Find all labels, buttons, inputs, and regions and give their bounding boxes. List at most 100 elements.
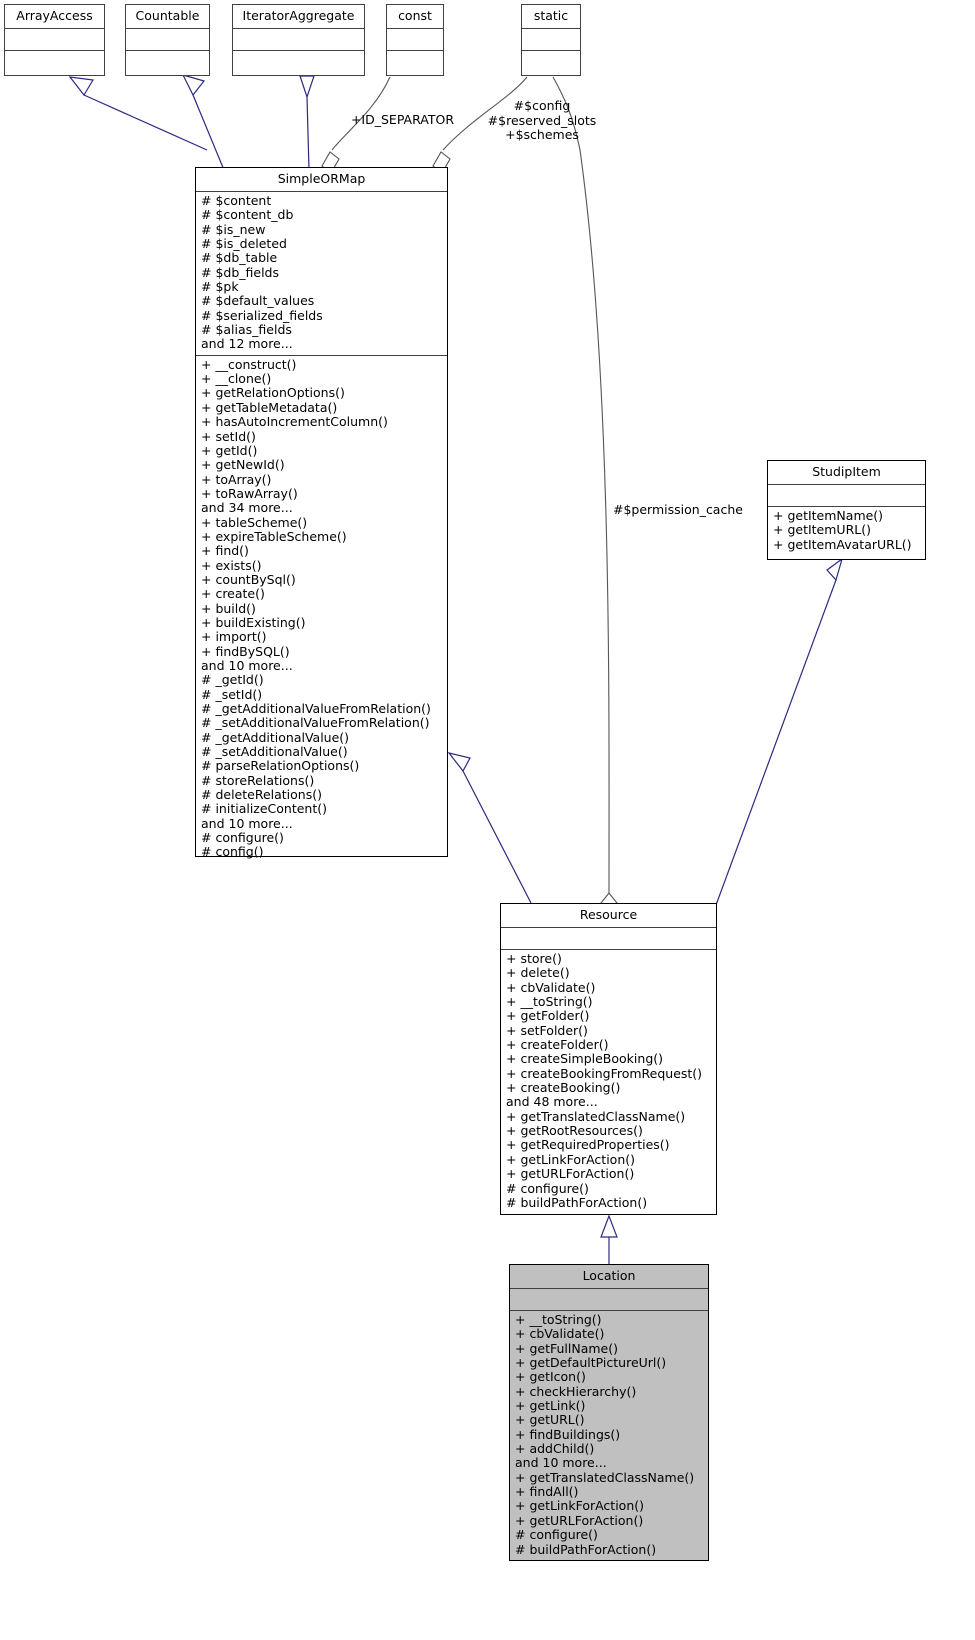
member-row: + countBySql() [201,571,296,587]
member-row: + getLinkForAction() [515,1498,645,1514]
member-row: # $db_table [201,250,278,266]
member-row: + find() [201,543,249,559]
divider [768,484,925,485]
member-row: + getTableMetadata() [201,399,338,415]
member-row: + create() [201,586,265,602]
member-row: + tableScheme() [201,514,308,530]
member-row: # $content [201,193,272,208]
operations-compartment [233,51,364,72]
member-row: + getNewId() [201,457,285,473]
divider [510,1310,708,1311]
class-name: Resource [579,907,638,922]
class-node-location[interactable]: Location + __toString()+ cbValidate()+ g… [509,1264,709,1561]
member-row: and 12 more... [201,336,293,352]
member-row: # configure() [515,1527,598,1543]
edge-simpleormap-countable [181,74,225,171]
member-row: # $serialized_fields [201,307,323,323]
edge-resource-simpleormap [447,752,532,904]
member-row: + getLink() [515,1398,586,1414]
member-row: + createFolder() [506,1037,609,1053]
class-node-array-access[interactable]: ArrayAccess [4,4,105,76]
member-row: # _setAdditionalValue() [201,744,348,760]
divider [126,28,209,29]
member-row: # $content_db [201,207,294,223]
divider [501,927,716,928]
class-node-static[interactable]: static [521,4,581,76]
class-name: IteratorAggregate [242,8,355,23]
member-row: # $alias_fields [201,322,292,338]
member-row: + getURLForAction() [506,1166,635,1182]
member-row: + createBooking() [506,1080,621,1096]
member-row: # buildPathForAction() [515,1541,657,1557]
member-row: # config() [201,844,264,860]
attributes-compartment [5,29,104,50]
attributes-compartment [768,485,925,506]
member-row: # _setId() [201,686,263,702]
class-node-iterator-aggregate[interactable]: IteratorAggregate [232,4,365,76]
operations-compartment [387,51,443,72]
member-row: # $default_values [201,293,315,309]
divider [768,506,925,507]
member-row: + hasAutoIncrementColumn() [201,414,388,430]
class-node-studip-item[interactable]: StudipItem + getItemName()+ getItemURL()… [767,460,926,560]
member-row: + setFolder() [506,1022,588,1038]
divider [126,50,209,51]
member-row: + toRawArray() [201,485,298,501]
member-row: # buildPathForAction() [506,1194,648,1210]
member-row: + getTranslatedClassName() [515,1469,695,1485]
class-node-simple-or-map[interactable]: SimpleORMap # $content# $content_db # $is… [195,167,448,860]
member-row: and 34 more... [201,500,293,516]
member-row: # configure() [506,1180,589,1196]
divider [196,191,447,192]
class-node-const[interactable]: const [386,4,444,76]
member-row: + getURL() [515,1412,585,1428]
divider [522,28,580,29]
member-row: + findBySQL() [201,643,290,659]
member-row: + exists() [201,557,262,573]
member-row: # $pk [201,279,239,295]
class-name: SimpleORMap [277,171,366,186]
member-row: + getFullName() [515,1340,618,1356]
member-row: + cbValidate() [506,979,596,995]
class-node-resource[interactable]: Resource + store()+ delete()+ cbValidate… [500,903,717,1215]
member-row: # configure() [201,830,284,846]
edge-simpleormap-iteratoraggregate [299,75,315,171]
member-row: # parseRelationOptions() [201,758,360,774]
member-row: + getId() [201,442,258,458]
edge-label-permission-cache: #$permission_cache [613,502,743,517]
member-row: + build() [201,600,256,616]
member-row: + getRelationOptions() [201,385,345,401]
operations-compartment: + __toString()+ cbValidate()+ getFullNam… [510,1311,708,1560]
member-row: + checkHierarchy() [515,1383,637,1399]
operations-compartment [522,51,580,72]
divider [196,354,447,356]
class-node-countable[interactable]: Countable [125,4,210,76]
member-row: + addChild() [515,1441,595,1457]
member-row: # initializeContent() [201,801,328,817]
divider [387,28,443,29]
member-row: + createBookingFromRequest() [506,1065,703,1081]
edge-resource-static [552,76,618,914]
member-row: + getItemName() [773,508,884,523]
member-row: # _getAdditionalValueFromRelation() [201,701,431,717]
edge-label-id-separator: +ID_SEPARATOR [350,112,455,127]
member-row: + getFolder() [506,1008,590,1024]
member-row: + toArray() [201,471,272,487]
member-row: # $db_fields [201,264,280,280]
member-row: # $is_deleted [201,236,287,252]
member-row: + __toString() [515,1312,602,1327]
operations-compartment [5,51,104,72]
class-name: StudipItem [812,464,881,479]
member-row: + expireTableScheme() [201,528,347,544]
member-row: + __construct() [201,356,297,372]
member-row: # _getId() [201,672,264,688]
member-row: and 48 more... [506,1094,598,1110]
attributes-compartment [126,29,209,50]
operations-compartment: + getItemName()+ getItemURL()+ getItemAv… [768,507,925,555]
attributes-compartment [501,928,716,949]
divider [387,50,443,51]
member-row: # _setAdditionalValueFromRelation() [201,715,430,731]
attributes-compartment [387,29,443,50]
member-row: and 10 more... [201,815,293,831]
